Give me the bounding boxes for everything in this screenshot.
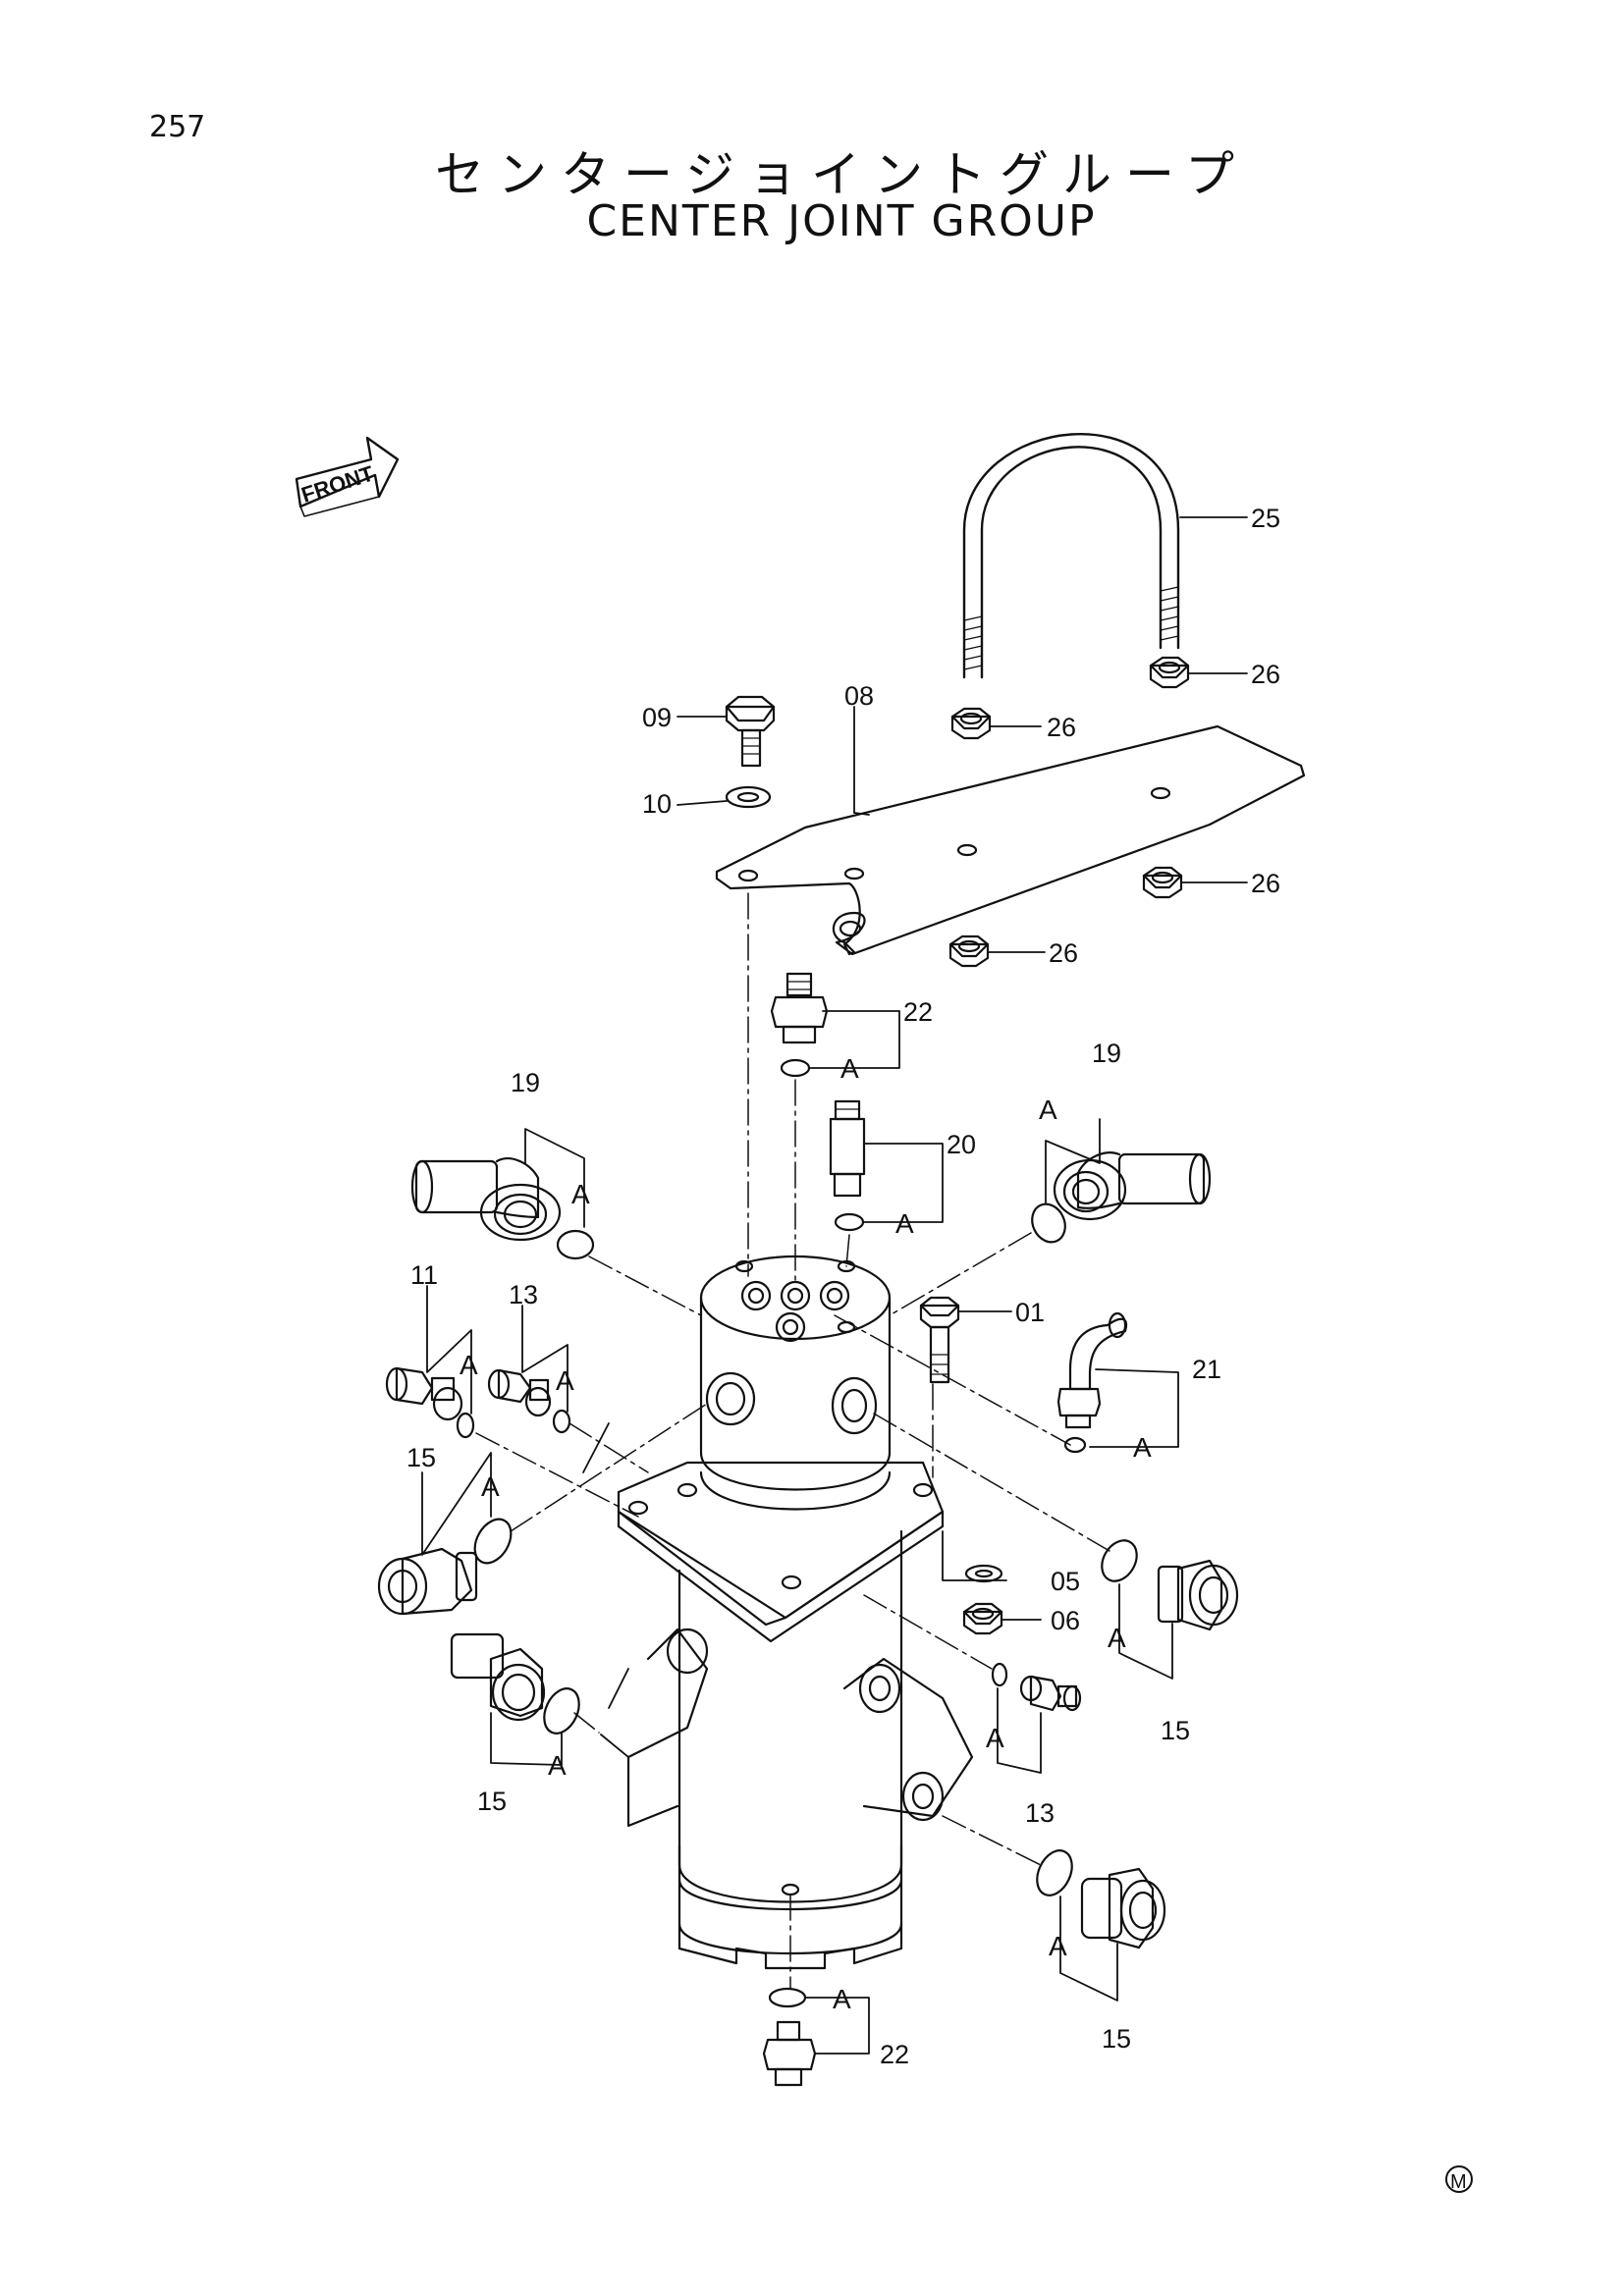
elbow-fitting-icon bbox=[1056, 1311, 1128, 1429]
callout-15: 15 bbox=[406, 1443, 436, 1472]
callout-08: 08 bbox=[844, 681, 874, 711]
callout-20: 20 bbox=[947, 1130, 976, 1159]
o-ring bbox=[473, 1518, 513, 1565]
o-ring bbox=[556, 1229, 595, 1260]
straight-fitting-icon bbox=[762, 2020, 817, 2087]
callout-26: 26 bbox=[1047, 713, 1076, 742]
elbow-fitting-icon bbox=[410, 1157, 562, 1242]
seal-label-a: A bbox=[895, 1208, 914, 1239]
callout-10: 10 bbox=[642, 789, 672, 819]
hex-bolt-icon bbox=[725, 695, 776, 768]
o-ring bbox=[1031, 1202, 1066, 1244]
center-joint-body bbox=[617, 1255, 974, 1970]
o-ring bbox=[780, 1058, 811, 1078]
seal-label-a: A bbox=[556, 1365, 574, 1396]
o-ring bbox=[1101, 1539, 1138, 1582]
u-bolt bbox=[962, 433, 1180, 679]
callout-09: 09 bbox=[642, 703, 672, 732]
seal-label-a: A bbox=[833, 1984, 851, 2014]
callout-19: 19 bbox=[511, 1068, 540, 1097]
straight-fitting-icon bbox=[770, 972, 829, 1044]
o-ring bbox=[834, 1212, 865, 1232]
o-ring bbox=[1063, 1436, 1087, 1454]
straight-fitting-icon bbox=[1080, 1867, 1166, 1949]
callout-06: 06 bbox=[1051, 1606, 1080, 1635]
o-ring bbox=[991, 1662, 1008, 1687]
hex-nut-icon bbox=[948, 934, 990, 968]
title-japanese: センタージョイントグループ bbox=[435, 146, 1248, 203]
callout-05: 05 bbox=[1051, 1567, 1080, 1596]
seal-label-a: A bbox=[548, 1750, 567, 1781]
o-ring bbox=[552, 1409, 571, 1434]
o-ring bbox=[543, 1687, 580, 1735]
callout-26: 26 bbox=[1251, 660, 1280, 689]
manufacturer-mark-icon: M bbox=[1445, 2165, 1473, 2193]
hex-nut-icon bbox=[1149, 656, 1190, 689]
mark-letter: M bbox=[1450, 2171, 1467, 2193]
seal-label-a: A bbox=[571, 1179, 590, 1209]
seal-label-a: A bbox=[1133, 1432, 1152, 1463]
seal-label-a: A bbox=[481, 1471, 500, 1502]
bracket-plate bbox=[715, 724, 1306, 956]
small-fitting-icon bbox=[385, 1366, 463, 1421]
seal-label-a: A bbox=[1039, 1095, 1057, 1125]
spring-washer-icon bbox=[725, 785, 772, 809]
seal-label-a: A bbox=[460, 1350, 478, 1380]
front-arrow-icon: FRONT bbox=[295, 436, 400, 517]
spring-washer-icon bbox=[964, 1564, 1003, 1583]
callout-15: 15 bbox=[1161, 1716, 1190, 1745]
callout-25: 25 bbox=[1251, 504, 1280, 533]
callout-11: 11 bbox=[410, 1260, 438, 1290]
callout-19: 19 bbox=[1092, 1039, 1121, 1068]
alignment-lines bbox=[475, 892, 1110, 1989]
seal-label-a: A bbox=[986, 1723, 1004, 1753]
title-english: CENTER JOINT GROUP bbox=[586, 196, 1097, 246]
straight-fitting-icon bbox=[1157, 1559, 1239, 1631]
straight-fitting-icon bbox=[450, 1632, 546, 1722]
callout-13: 13 bbox=[1025, 1798, 1055, 1828]
elbow-fitting-icon bbox=[1053, 1151, 1212, 1221]
callout-26: 26 bbox=[1049, 938, 1078, 968]
o-ring bbox=[768, 1987, 807, 2008]
callout-21: 21 bbox=[1192, 1355, 1221, 1384]
callout-22: 22 bbox=[903, 997, 933, 1027]
hex-nut-icon bbox=[950, 707, 992, 740]
page-number: 257 bbox=[149, 110, 206, 144]
callout-26: 26 bbox=[1251, 869, 1280, 898]
o-ring bbox=[1036, 1849, 1073, 1896]
small-fitting-icon bbox=[487, 1368, 552, 1417]
callout-13: 13 bbox=[509, 1280, 538, 1309]
straight-fitting-icon bbox=[377, 1547, 478, 1616]
hex-nut-icon bbox=[1142, 866, 1183, 899]
callout-15: 15 bbox=[477, 1787, 507, 1816]
callout-22: 22 bbox=[880, 2040, 909, 2069]
seal-label-a: A bbox=[1108, 1623, 1126, 1653]
seal-label-a: A bbox=[1049, 1931, 1067, 1961]
callout-15: 15 bbox=[1102, 2024, 1131, 2054]
hex-bolt-icon bbox=[919, 1296, 960, 1384]
callout-01: 01 bbox=[1015, 1298, 1045, 1327]
small-fitting-icon bbox=[1019, 1675, 1082, 1712]
hex-nut-icon bbox=[962, 1602, 1003, 1635]
check-fitting-icon bbox=[829, 1099, 866, 1198]
leader-lines bbox=[421, 516, 1248, 2055]
seal-label-a: A bbox=[840, 1053, 859, 1084]
o-ring bbox=[456, 1412, 475, 1439]
